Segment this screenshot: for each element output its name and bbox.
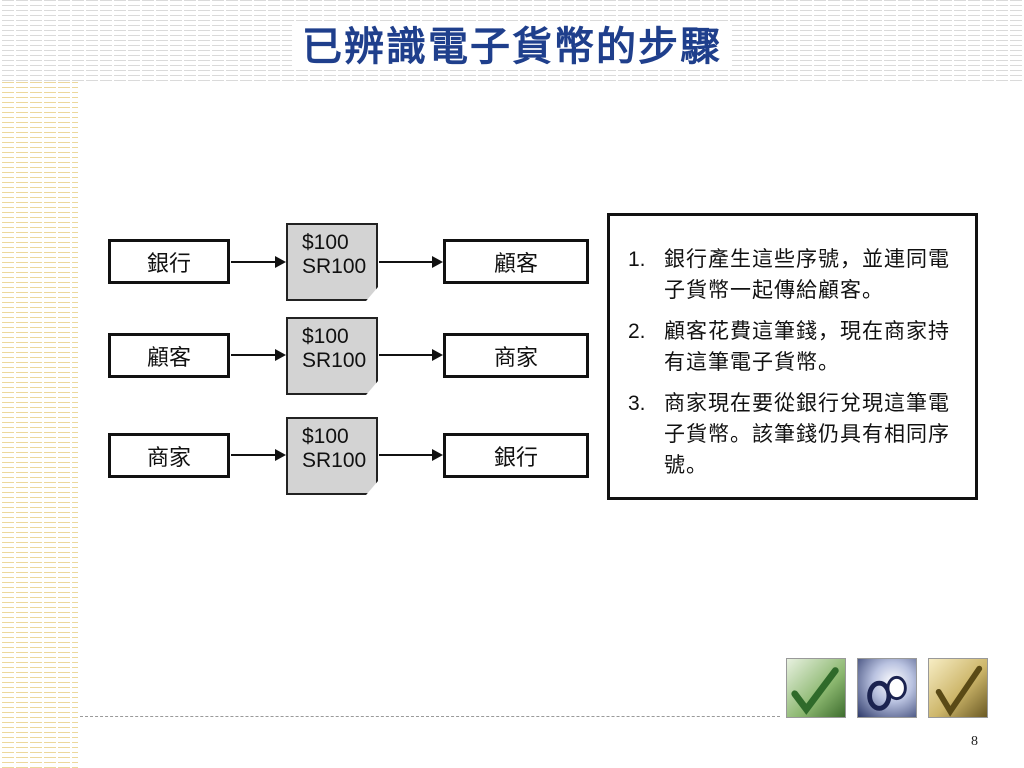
page-number: 8 — [971, 734, 978, 749]
target-node-customer: 顧客 — [443, 239, 589, 284]
step-item: 2. 顧客花費這筆錢，現在商家持有這筆電子貨幣。 — [628, 316, 957, 378]
arrow — [231, 449, 286, 461]
check-icon — [928, 658, 988, 718]
disc-icon — [857, 658, 917, 718]
slide-title: 已辨識電子貨幣的步驟 — [0, 14, 1024, 72]
arrow — [231, 256, 286, 268]
money-note: $100 SR100 — [286, 417, 378, 495]
note-serial: SR100 — [302, 349, 367, 372]
check-icon — [786, 658, 846, 718]
step-item: 3. 商家現在要從銀行兌現這筆電子貨幣。該筆錢仍具有相同序號。 — [628, 388, 957, 481]
target-node-bank: 銀行 — [443, 433, 589, 478]
note-serial: SR100 — [302, 255, 367, 278]
step-text: 銀行產生這些序號，並連同電子貨幣一起傳給顧客。 — [664, 247, 950, 302]
steps-box: 1. 銀行產生這些序號，並連同電子貨幣一起傳給顧客。 2. 顧客花費這筆錢，現在… — [607, 213, 978, 500]
arrow — [379, 449, 443, 461]
disc-shape-icon — [867, 675, 907, 711]
note-amount: $100 — [302, 425, 349, 448]
target-node-merchant: 商家 — [443, 333, 589, 378]
money-note: $100 SR100 — [286, 317, 378, 395]
footer-divider — [80, 716, 780, 717]
step-number: 2. — [628, 320, 646, 343]
note-amount: $100 — [302, 231, 349, 254]
check-mark-icon — [791, 667, 839, 715]
step-number: 3. — [628, 392, 646, 415]
arrow — [379, 349, 443, 361]
step-item: 1. 銀行產生這些序號，並連同電子貨幣一起傳給顧客。 — [628, 244, 957, 306]
step-text: 商家現在要從銀行兌現這筆電子貨幣。該筆錢仍具有相同序號。 — [664, 391, 950, 477]
source-node-bank: 銀行 — [108, 239, 230, 284]
arrow — [231, 349, 286, 361]
source-node-merchant: 商家 — [108, 433, 230, 478]
note-serial: SR100 — [302, 449, 367, 472]
source-node-customer: 顧客 — [108, 333, 230, 378]
step-number: 1. — [628, 248, 646, 271]
arrow — [379, 256, 443, 268]
note-amount: $100 — [302, 325, 349, 348]
money-note: $100 SR100 — [286, 223, 378, 301]
step-text: 顧客花費這筆錢，現在商家持有這筆電子貨幣。 — [664, 319, 950, 374]
sidebar-pattern — [0, 82, 78, 768]
check-mark-icon — [935, 665, 983, 717]
